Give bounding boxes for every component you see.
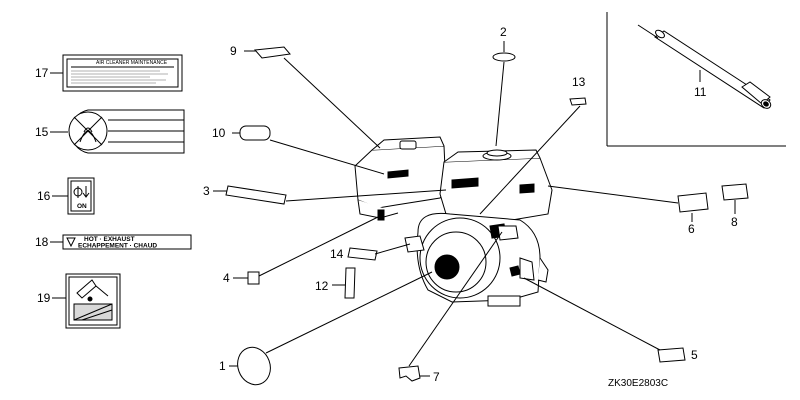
part-1-icon (237, 346, 271, 386)
part-13-icon (569, 97, 587, 106)
label-15: 15 (35, 125, 49, 139)
diagram-code: ZK30E2803C (608, 378, 668, 389)
label-19: 19 (37, 291, 51, 305)
label-7: 7 (433, 370, 440, 384)
part-12-icon (344, 267, 356, 299)
label-6: 6 (688, 222, 695, 236)
label-18-sticker: HOT · EXHAUST ECHAPPEMENT · CHAUD (62, 234, 192, 250)
svg-text:ON: ON (77, 203, 87, 210)
label-18: 18 (35, 235, 49, 249)
part-5-icon (657, 347, 686, 363)
label-10: 10 (212, 126, 226, 140)
label-16: 16 (37, 189, 51, 203)
label-2: 2 (500, 25, 507, 39)
wrench-tube-icon (637, 24, 772, 109)
svg-text:HOT · EXHAUST: HOT · EXHAUST (84, 236, 135, 243)
label-14: 14 (330, 247, 344, 261)
label-1: 1 (219, 359, 226, 373)
label-17-sticker: AIR CLEANER MAINTENANCE (62, 54, 183, 92)
label-17: 17 (35, 66, 49, 80)
tool-frame (606, 12, 786, 147)
part-9-icon (253, 46, 291, 59)
label-16-sticker: ON (67, 177, 95, 215)
label-9: 9 (230, 44, 237, 58)
svg-text:ECHAPPEMENT · CHAUD: ECHAPPEMENT · CHAUD (78, 243, 157, 250)
label-3: 3 (203, 184, 210, 198)
label-12: 12 (315, 279, 329, 293)
part-2-icon (492, 52, 516, 62)
label-15-sticker (68, 109, 185, 154)
label-19-sticker (65, 273, 121, 329)
engine-illustration (354, 136, 553, 307)
label-8: 8 (731, 215, 738, 229)
part-4-icon (247, 271, 260, 285)
part-10-icon (239, 125, 271, 141)
label-5: 5 (691, 348, 698, 362)
svg-text:AIR CLEANER MAINTENANCE: AIR CLEANER MAINTENANCE (96, 60, 168, 66)
part-7-icon (398, 365, 421, 382)
part-6-icon (677, 192, 709, 213)
part-14-icon (347, 247, 378, 261)
part-8-icon (721, 183, 749, 201)
label-4: 4 (223, 271, 230, 285)
label-13: 13 (572, 75, 586, 89)
part-3-icon (225, 185, 287, 205)
label-11: 11 (694, 85, 707, 99)
